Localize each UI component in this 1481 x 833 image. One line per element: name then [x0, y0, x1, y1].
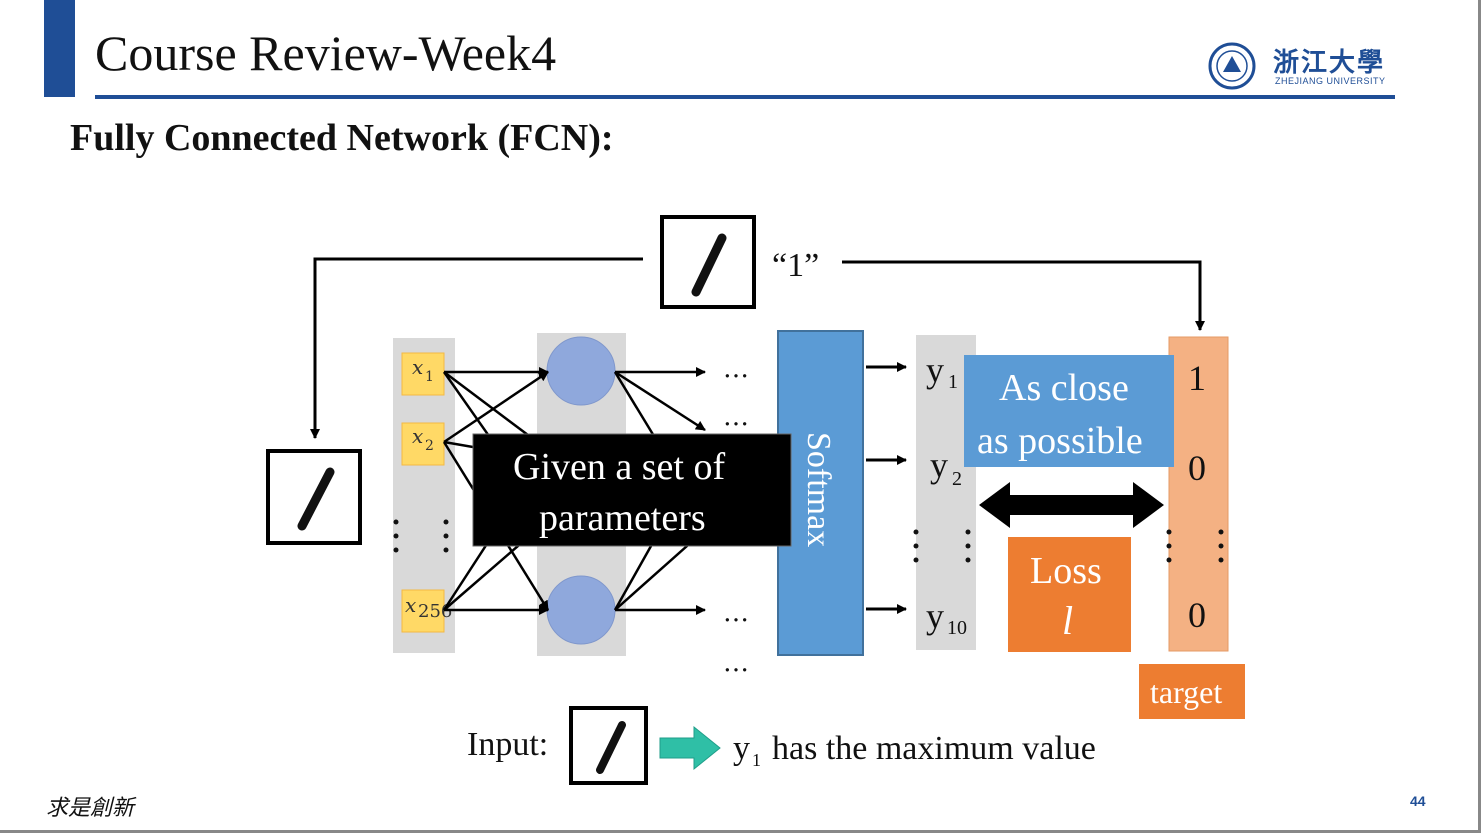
university-logo: 浙江大學 ZHEJIANG UNIVERSITY	[1205, 38, 1395, 93]
section-heading: Fully Connected Network (FCN):	[70, 117, 614, 159]
softmax-label: Softmax	[800, 432, 837, 547]
loss-label: Loss	[1030, 550, 1102, 592]
ellipsis: …	[723, 402, 749, 432]
target-value: 0	[1188, 448, 1206, 488]
given-line1: Given a set of	[513, 446, 725, 488]
target-column	[1168, 336, 1229, 652]
output-sub: 1	[948, 371, 958, 393]
result-sub: 1	[752, 750, 761, 770]
input-cell: x 256	[401, 589, 452, 633]
input-sub: 256	[418, 601, 452, 622]
top-digit-image	[660, 215, 756, 309]
neuron	[546, 336, 616, 406]
motto: 求是創新	[46, 796, 135, 821]
logo-english-name: ZHEJIANG UNIVERSITY	[1275, 76, 1386, 86]
target-value: 0	[1188, 595, 1206, 635]
left-digit-image	[266, 449, 362, 545]
university-seal-icon	[1208, 42, 1256, 90]
input-sub: 1	[425, 369, 434, 385]
title-underline	[95, 95, 1395, 99]
double-arrow-icon	[979, 482, 1164, 528]
input-var: x	[405, 593, 416, 617]
neuron	[546, 575, 616, 645]
as-close-line1: As close	[999, 367, 1129, 409]
loss-symbol: l	[1062, 598, 1073, 643]
input-var: x	[412, 355, 423, 379]
slide-title: Course Review-Week4	[95, 25, 557, 81]
input-sub: 2	[425, 438, 434, 454]
vertical-ellipsis	[393, 519, 449, 553]
input-caption: Input:	[467, 726, 548, 763]
result-description: has the maximum value	[772, 730, 1096, 767]
given-line2: parameters	[539, 497, 706, 539]
output-sub: 10	[947, 617, 967, 639]
right-arrow-icon	[659, 725, 721, 771]
as-close-line2: as possible	[977, 420, 1143, 462]
output-var: y	[930, 445, 948, 485]
vertical-ellipsis	[913, 529, 971, 563]
ellipsis: …	[723, 648, 749, 678]
target-label-box: target	[1139, 664, 1245, 719]
output-y1: y 1	[926, 350, 958, 393]
output-y10: y 10	[926, 596, 967, 639]
target-value: 1	[1188, 358, 1206, 398]
target-label: target	[1150, 674, 1222, 710]
output-y2: y 2	[930, 445, 962, 490]
result-y: y	[733, 730, 750, 767]
softmax-block: Softmax	[777, 330, 864, 656]
title-accent-bar	[44, 0, 75, 97]
ellipsis: …	[723, 598, 749, 628]
output-arrows	[866, 362, 907, 614]
output-var: y	[926, 350, 944, 390]
ellipsis: …	[723, 354, 749, 384]
input-var: x	[412, 424, 423, 448]
result-text: y 1 has the maximum value	[733, 730, 1096, 770]
input-cell: x 1	[401, 352, 445, 396]
logo-chinese-name: 浙江大學	[1273, 48, 1386, 78]
quote-one-label: “1”	[772, 247, 819, 284]
output-var: y	[926, 596, 944, 636]
bottom-digit-image	[569, 706, 648, 785]
input-cell: x 2	[401, 422, 445, 466]
given-parameters-box: Given a set of parameters	[472, 433, 792, 547]
as-close-box: As close as possible	[964, 355, 1174, 467]
output-sub: 2	[952, 468, 962, 490]
feedback-arrows	[310, 257, 1205, 439]
page-number: 44	[1410, 793, 1426, 809]
vertical-ellipsis	[1166, 529, 1224, 563]
loss-box: Loss l	[1008, 537, 1131, 652]
